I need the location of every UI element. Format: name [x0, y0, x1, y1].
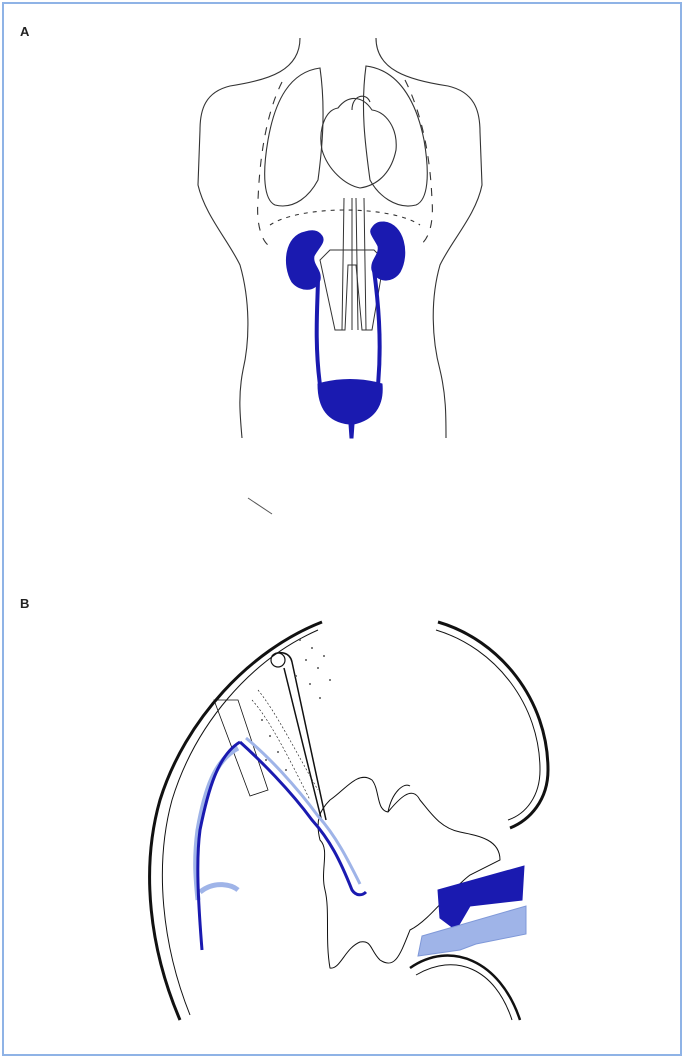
kidney-capsule-inner	[162, 630, 318, 1015]
urinary-system	[286, 222, 404, 438]
torso-outline-left	[198, 38, 300, 438]
nephron-loop	[272, 653, 326, 822]
ureter-right	[374, 270, 380, 385]
ureter-left	[317, 276, 320, 385]
vena-cava	[356, 198, 366, 330]
diaphragm	[270, 210, 420, 225]
heart	[321, 98, 396, 188]
glomerulus	[271, 653, 285, 667]
pyramid-striations	[214, 700, 268, 796]
interlobar-artery-dark	[198, 742, 240, 950]
bladder	[318, 380, 382, 439]
stray-mark	[248, 498, 272, 514]
papilla-hatching	[252, 690, 318, 800]
panel-a-torso-illustration	[198, 38, 482, 438]
ribs-right	[405, 80, 432, 245]
aorta	[342, 198, 352, 330]
renal-vein	[418, 906, 526, 956]
arcuate-vein-light	[246, 738, 360, 884]
lung-left	[265, 68, 323, 206]
lower-capsule-curve	[410, 956, 520, 1020]
panel-b-kidney-section	[150, 622, 548, 1020]
kidney-lobe-right-inner	[436, 630, 540, 820]
renal-vessels	[196, 738, 366, 950]
arcuate-artery-dark	[240, 742, 366, 895]
lower-capsule-curve-inner	[416, 965, 512, 1020]
kidney-lobe-right-outer	[438, 622, 548, 828]
